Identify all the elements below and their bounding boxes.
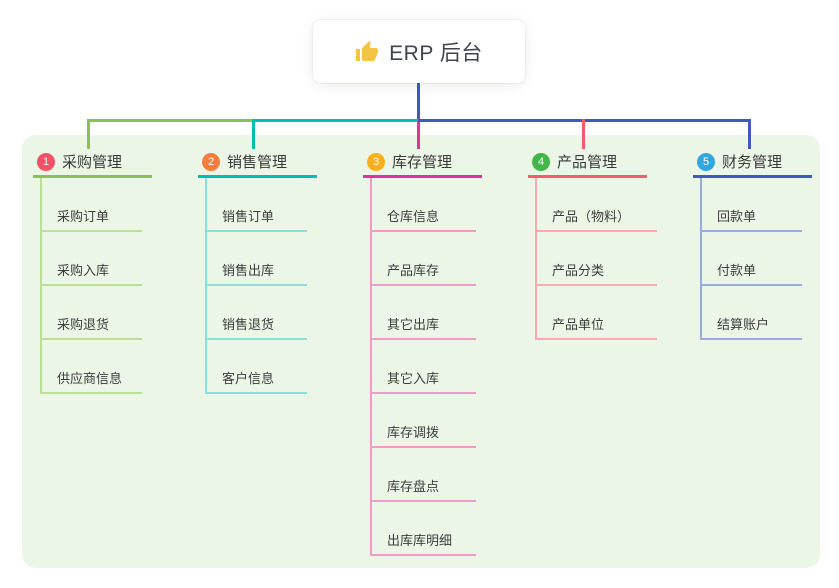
root-node-label: ERP 后台: [389, 41, 483, 65]
badge-number-3: 3: [367, 152, 385, 171]
branch-product: 4 产品管理 产品（物料） 产品分类 产品单位: [528, 148, 657, 340]
connector-drop-product: [582, 119, 585, 149]
branch-purchase: 1 采购管理 采购订单 采购入库 采购退货 供应商信息: [33, 148, 152, 394]
node-sales-order[interactable]: 销售订单: [207, 178, 307, 232]
branch-sales-children: 销售订单 销售出库 销售退货 客户信息: [205, 178, 307, 394]
node-sales-return[interactable]: 销售退货: [207, 286, 307, 340]
node-receipt-bill[interactable]: 回款单: [702, 178, 802, 232]
badge-number-2: 2: [202, 152, 220, 171]
branch-sales: 2 销售管理 销售订单 销售出库 销售退货 客户信息: [198, 148, 317, 394]
node-product-stock[interactable]: 产品库存: [372, 232, 476, 286]
badge-number-5: 5: [697, 152, 715, 171]
connector-drop-purchase: [87, 119, 90, 149]
node-warehouse-info[interactable]: 仓库信息: [372, 178, 476, 232]
branch-purchase-title[interactable]: 1 采购管理: [33, 148, 152, 178]
root-node-erp-backend[interactable]: ERP 后台: [313, 20, 525, 83]
node-other-outbound[interactable]: 其它出库: [372, 286, 476, 340]
node-other-inbound[interactable]: 其它入库: [372, 340, 476, 394]
node-product-category[interactable]: 产品分类: [537, 232, 657, 286]
branch-sales-label: 销售管理: [227, 154, 288, 171]
connector-h-purchase-sales: [87, 119, 254, 122]
node-payment-bill[interactable]: 付款单: [702, 232, 802, 286]
branch-inventory-title[interactable]: 3 库存管理: [363, 148, 482, 178]
thumbs-up-icon: [355, 40, 379, 64]
node-purchase-inbound[interactable]: 采购入库: [42, 232, 142, 286]
node-settlement-account[interactable]: 结算账户: [702, 286, 802, 340]
connector-drop-sales: [252, 119, 255, 149]
branch-finance: 5 财务管理 回款单 付款单 结算账户: [693, 148, 812, 340]
node-sales-outbound[interactable]: 销售出库: [207, 232, 307, 286]
branches-panel: [22, 135, 820, 568]
branch-inventory-children: 仓库信息 产品库存 其它出库 其它入库 库存调拨 库存盘点 出库库明细: [370, 178, 476, 556]
badge-number-4: 4: [532, 152, 550, 171]
branch-inventory-label: 库存管理: [392, 154, 453, 171]
branch-product-label: 产品管理: [557, 154, 618, 171]
branch-purchase-children: 采购订单 采购入库 采购退货 供应商信息: [40, 178, 142, 394]
badge-number-1: 1: [37, 152, 55, 171]
branch-purchase-label: 采购管理: [62, 154, 123, 171]
connector-drop-finance: [748, 119, 751, 149]
branch-finance-label: 财务管理: [722, 154, 783, 171]
connector-h-sales-inventory: [254, 119, 418, 122]
root-connector-line: [417, 83, 420, 122]
node-purchase-return[interactable]: 采购退货: [42, 286, 142, 340]
node-product-material[interactable]: 产品（物料）: [537, 178, 657, 232]
node-product-unit[interactable]: 产品单位: [537, 286, 657, 340]
branch-inventory: 3 库存管理 仓库信息 产品库存 其它出库 其它入库 库存调拨 库存盘点 出库库…: [363, 148, 482, 556]
branch-sales-title[interactable]: 2 销售管理: [198, 148, 317, 178]
node-stock-detail[interactable]: 出库库明细: [372, 502, 476, 556]
branch-product-title[interactable]: 4 产品管理: [528, 148, 647, 178]
node-customer-info[interactable]: 客户信息: [207, 340, 307, 394]
branch-product-children: 产品（物料） 产品分类 产品单位: [535, 178, 657, 340]
node-stock-transfer[interactable]: 库存调拨: [372, 394, 476, 448]
connector-drop-inventory: [417, 122, 420, 149]
node-stock-count[interactable]: 库存盘点: [372, 448, 476, 502]
branch-finance-title[interactable]: 5 财务管理: [693, 148, 812, 178]
node-supplier-info[interactable]: 供应商信息: [42, 340, 142, 394]
node-purchase-order[interactable]: 采购订单: [42, 178, 142, 232]
branch-finance-children: 回款单 付款单 结算账户: [700, 178, 802, 340]
